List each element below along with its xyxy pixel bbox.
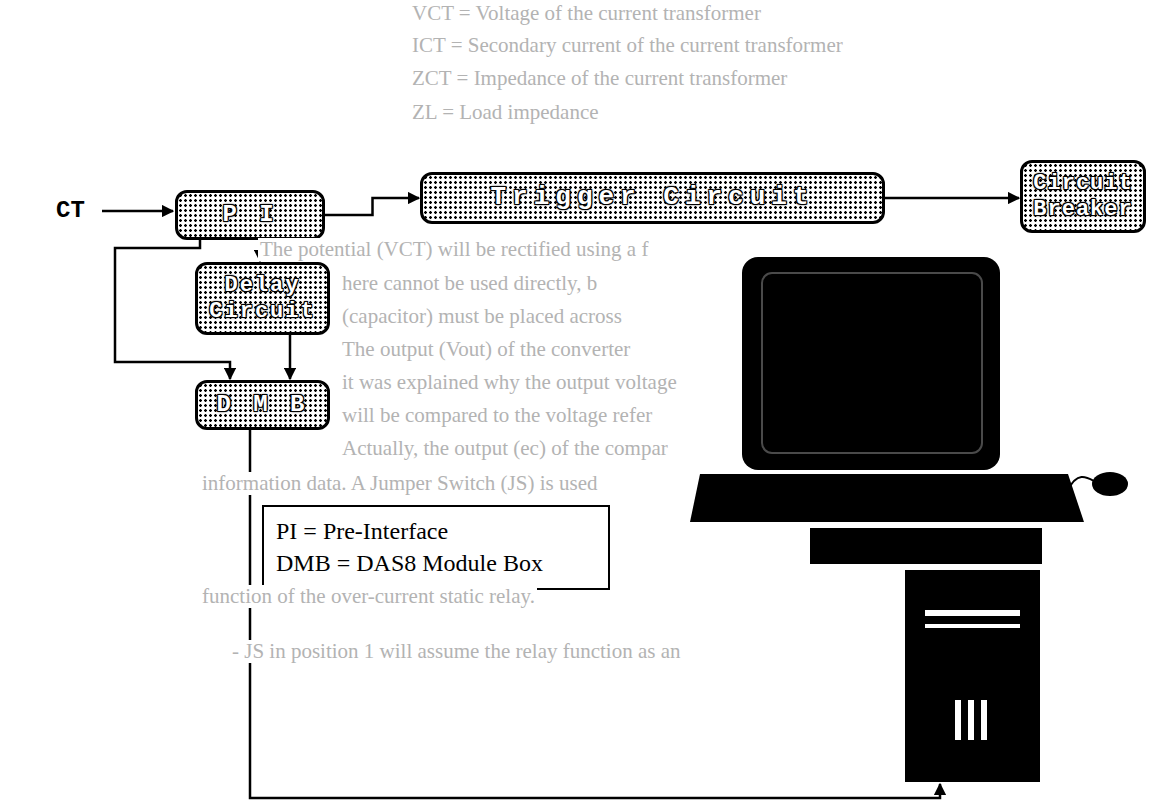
connector-arrow — [289, 335, 292, 379]
desk-shelf — [810, 528, 1042, 564]
faded-text: (capacitor) must be placed across — [340, 305, 624, 328]
input-wire — [102, 210, 173, 213]
module-box: D M B — [195, 380, 330, 430]
key-entry: DMB = DAS8 Module Box — [276, 548, 543, 579]
key-entry: PI = Pre-Interface — [276, 516, 448, 547]
tower-vent — [981, 700, 987, 740]
faded-text: ZCT = Impedance of the current transform… — [410, 67, 789, 90]
tower-vent — [968, 700, 974, 740]
box-label: D M B — [216, 391, 308, 419]
faded-text: The potential (VCT) will be rectified us… — [258, 238, 650, 261]
faded-text: function of the over-current static rela… — [200, 585, 537, 608]
faded-text: ZL = Load impedance — [410, 101, 601, 124]
monitor — [742, 257, 1000, 470]
breaker-box: Circuit Breaker — [1020, 160, 1146, 233]
connector-arrow — [885, 197, 1019, 200]
faded-text: The output (Vout) of the converter — [340, 338, 632, 361]
drive-bay — [925, 624, 1020, 628]
drive-bay — [925, 610, 1020, 616]
faded-text: Actually, the output (ec) of the compar — [340, 437, 670, 460]
connector-arrow — [325, 198, 419, 215]
delay-box: Delay Circuit — [195, 262, 330, 335]
faded-text: information data. A Jumper Switch (JS) i… — [200, 472, 599, 495]
box-label: P I — [222, 201, 277, 229]
mouse — [1092, 472, 1128, 496]
signal-name: CT — [56, 198, 85, 224]
mouse-cable — [1068, 477, 1096, 490]
desk-edge — [820, 565, 1040, 567]
computer-tower — [905, 570, 1040, 782]
faded-text: ICT = Secondary current of the current t… — [410, 34, 845, 57]
abbreviation-key: PI = Pre-InterfaceDMB = DAS8 Module Box — [262, 505, 610, 590]
faded-text: it was explained why the output voltage — [340, 371, 679, 394]
tower-vent — [955, 700, 961, 740]
faded-text: will be compared to the voltage refer — [340, 404, 654, 427]
box-label: Circuit Breaker — [1031, 171, 1135, 222]
faded-text: here cannot be used directly, b — [340, 272, 599, 295]
process-box: Trigger Circuit — [420, 172, 885, 224]
faded-text: VCT = Voltage of the current transformer — [410, 2, 763, 25]
screen — [762, 273, 982, 453]
interface-box: P I — [175, 190, 325, 240]
box-label: Delay Circuit — [206, 273, 319, 324]
keyboard — [690, 474, 1084, 522]
faded-text: - JS in position 1 will assume the relay… — [230, 640, 683, 663]
box-label: Trigger Circuit — [490, 183, 814, 213]
keyboard-edge — [700, 470, 1068, 472]
